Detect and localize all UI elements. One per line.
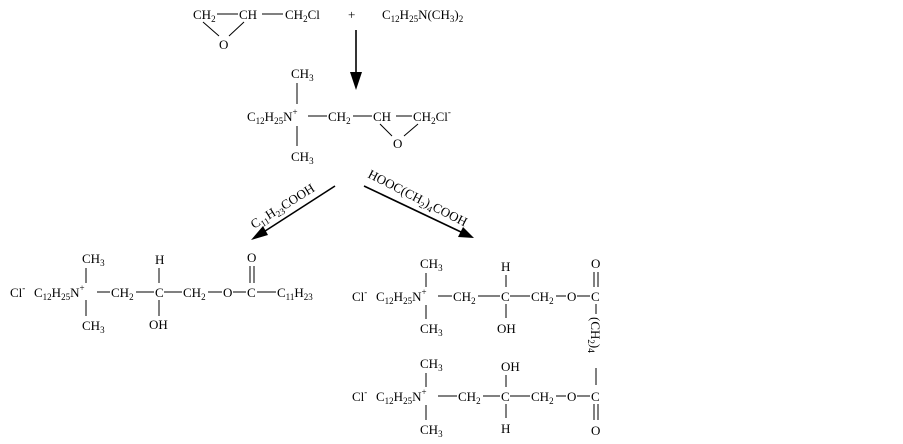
reagent-adipic-acid: HOOC(CH2)4COOH bbox=[365, 166, 470, 231]
pr-top-ch2a: CH2 bbox=[453, 289, 476, 306]
epi-ch2cl: CH2Cl bbox=[285, 7, 320, 24]
epichlorohydrin: CH2 CH CH2Cl O bbox=[193, 7, 320, 52]
pr-top-c-center: C bbox=[501, 289, 510, 304]
pr-top-oh: OH bbox=[497, 321, 516, 336]
int-ch2: CH2 bbox=[328, 109, 351, 126]
pl-ether-o: O bbox=[223, 285, 232, 300]
pr-bot-carbonyl-o: O bbox=[591, 423, 600, 438]
pr-linker-ch2-4: (CH2)4 bbox=[586, 317, 603, 353]
epi-oxygen: O bbox=[219, 37, 228, 52]
plus-sign: + bbox=[348, 7, 355, 22]
arrow-left-branch bbox=[251, 185, 336, 240]
int-ch2cl: CH2Cl- bbox=[413, 107, 451, 126]
pr-bot-c12h25n: C12H25N+ bbox=[376, 387, 427, 406]
epi-ch: CH bbox=[239, 7, 257, 22]
int-ch3-bot: CH3 bbox=[291, 149, 314, 166]
pr-bot-ether-o: O bbox=[567, 389, 576, 404]
pl-c12h25n: C12H25N+ bbox=[34, 283, 85, 302]
product-gemini-diester: CH3 Cl- C12H25N+ CH2 H C OH CH2 O O C CH… bbox=[352, 256, 603, 439]
int-oxygen: O bbox=[393, 136, 402, 151]
pl-c-ester: C bbox=[247, 285, 256, 300]
bond-int-o1 bbox=[379, 123, 393, 137]
pr-bot-oh: OH bbox=[501, 359, 520, 374]
arrow-right-branch bbox=[363, 185, 474, 238]
product-monoester: CH3 Cl- C12H25N+ CH2 H C OH CH2 O O C C1… bbox=[10, 250, 313, 335]
arrow-down bbox=[350, 30, 362, 90]
pl-carbonyl-o: O bbox=[247, 250, 256, 265]
bond-epi-o2 bbox=[228, 21, 245, 37]
pr-top-chloride: Cl- bbox=[352, 287, 367, 304]
pl-c-center: C bbox=[155, 285, 164, 300]
pr-bot-c-center: C bbox=[501, 389, 510, 404]
pr-bot-ch2a: CH2 bbox=[458, 389, 481, 406]
pr-top-ch2b: CH2 bbox=[531, 289, 554, 306]
pl-ch3-bot: CH3 bbox=[82, 318, 105, 335]
pr-bot-chloride: Cl- bbox=[352, 387, 367, 404]
int-c12h25n: C12H25N+ bbox=[247, 107, 298, 126]
pr-bot-ch3-bot: CH3 bbox=[420, 422, 443, 439]
pr-top-c-ester: C bbox=[591, 289, 600, 304]
pr-top-carbonyl-o: O bbox=[591, 256, 600, 271]
dimethyldodecylamine: C12H25N(CH3)2 bbox=[382, 7, 463, 24]
glycidyl-ammonium-intermediate: CH3 C12H25N+ CH2 CH CH2Cl- O CH3 bbox=[247, 66, 451, 166]
int-ch: CH bbox=[373, 109, 391, 124]
pl-tail: C11H23 bbox=[277, 285, 313, 302]
bond-epi-o1 bbox=[202, 21, 220, 37]
pl-ch2a: CH2 bbox=[111, 285, 134, 302]
pl-ch3-top: CH3 bbox=[82, 251, 105, 268]
pr-top-ch3-bot: CH3 bbox=[420, 321, 443, 338]
int-ch3-top: CH3 bbox=[291, 66, 314, 83]
pl-ch2b: CH2 bbox=[183, 285, 206, 302]
pl-oh: OH bbox=[149, 317, 168, 332]
pr-bot-ch3-top: CH3 bbox=[420, 356, 443, 373]
epi-ch2: CH2 bbox=[193, 7, 216, 24]
pr-top-h: H bbox=[501, 259, 510, 274]
pl-h-top: H bbox=[155, 252, 164, 267]
bond-int-o2 bbox=[403, 123, 419, 137]
pr-top-ch3-top: CH3 bbox=[420, 256, 443, 273]
pr-top-ether-o: O bbox=[567, 289, 576, 304]
pr-bot-h: H bbox=[501, 421, 510, 436]
pl-chloride: Cl- bbox=[10, 283, 25, 300]
pr-bot-c-ester: C bbox=[591, 389, 600, 404]
pr-bot-ch2b: CH2 bbox=[531, 389, 554, 406]
pr-top-c12h25n: C12H25N+ bbox=[376, 287, 427, 306]
reagent-lauric-acid: C11H23COOH bbox=[248, 180, 319, 233]
